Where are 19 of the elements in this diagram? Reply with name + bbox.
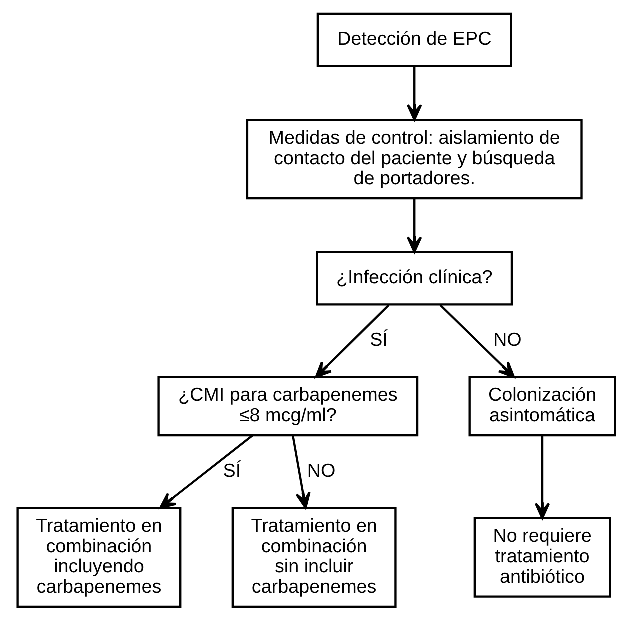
- edge-label: NO: [307, 460, 336, 482]
- arrow: [440, 304, 516, 378]
- arrow: [292, 436, 311, 510]
- edge-label: NO: [493, 330, 522, 351]
- node-box: ¿CMI para carbapenemes ≤8 mcg/ml?: [158, 376, 419, 437]
- edge-label: SÍ: [370, 330, 388, 351]
- edge-label: SÍ: [223, 460, 242, 482]
- node-box: Tratamiento en combinación sin incluir carbapenemes: [232, 507, 397, 608]
- arrow: [534, 436, 550, 520]
- node-box: ¿Infección clínica?: [316, 251, 514, 306]
- arrow: [406, 66, 422, 121]
- node-box: Detección de EPC: [316, 12, 512, 68]
- node-box: No requiere tratamiento antibiótico: [474, 517, 612, 598]
- arrow: [406, 198, 422, 254]
- node-box: Medidas de control: aislamiento de contacto del paciente y búsqueda de portadores.: [246, 119, 583, 200]
- node-box: Colonización asintomática: [468, 376, 616, 437]
- node-box: Tratamiento en combinación incluyendo carbapenemes: [16, 507, 182, 608]
- arrow: [315, 304, 390, 378]
- arrow: [160, 434, 254, 510]
